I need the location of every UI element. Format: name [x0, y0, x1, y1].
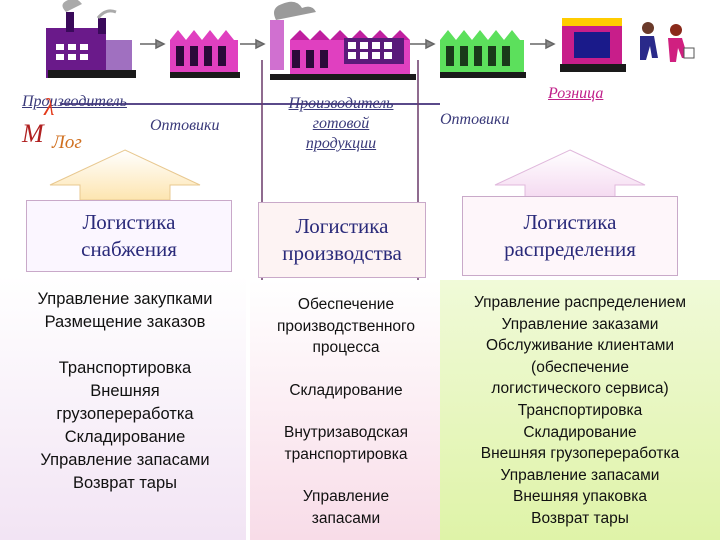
logistics-logo-icon: λ: [44, 95, 55, 121]
supply-list-background: [0, 276, 246, 540]
retail-label: Розница: [548, 85, 604, 102]
supply-logistics-box: Логистика снабжения: [26, 200, 232, 272]
list-item: [0, 334, 250, 357]
logo-fragment: Лог: [52, 132, 82, 153]
production-logistics-box: Логистика производства: [258, 202, 426, 278]
list-item: Складирование: [289, 381, 403, 399]
list-item: Внутризаводская: [283, 424, 409, 441]
list-item: Внешняя грузопереработка: [480, 445, 680, 463]
factory-wholesale-icon: [170, 30, 240, 78]
producer-finished-line1: Производитель: [288, 95, 394, 112]
list-item: Внешняя упаковка: [513, 488, 647, 506]
factory-production-icon: [270, 1, 416, 80]
distribution-box-line2: распределения: [504, 237, 636, 261]
production-functions-list: Обеспечение производственного процесса С…: [252, 294, 440, 529]
distribution-logistics-box: Логистика распределения: [462, 196, 678, 276]
logo-letter-m: М: [22, 119, 44, 148]
supply-arrow: [49, 149, 201, 201]
list-item: (обеспечение: [531, 358, 629, 376]
list-item: Складирование: [523, 423, 637, 441]
producer-label: Производитель: [22, 93, 127, 110]
list-item: Возврат тары: [531, 509, 629, 527]
list-item: Возврат тары: [72, 474, 178, 492]
list-item: Управление заказами: [501, 315, 659, 333]
distribution-arrow: [494, 149, 646, 201]
producer-finished-line3: продукции: [305, 135, 377, 152]
list-item: логистического сервиса): [491, 380, 669, 398]
wholesalers-left-label: Оптовики: [150, 117, 220, 134]
list-item: Обслуживание клиентами: [485, 337, 675, 355]
list-item: Транспортировка: [517, 401, 643, 419]
list-item: Управление распределением: [473, 294, 687, 311]
production-list-background: [250, 280, 440, 540]
list-item: грузопереработка: [56, 405, 194, 423]
retail-store-icon: [560, 18, 626, 72]
list-item: Управление: [302, 488, 390, 505]
shoppers-icon: [640, 22, 695, 62]
list-item: [252, 401, 440, 422]
list-item: [252, 465, 440, 486]
producer-finished-line2: готовой: [312, 115, 370, 132]
list-item: запасами: [311, 509, 381, 527]
production-box-line2: производства: [282, 241, 402, 265]
supply-functions-list: Управление закупками Размещение заказов …: [0, 288, 250, 495]
supply-box-line2: снабжения: [81, 237, 177, 261]
list-item: Управление закупками: [37, 290, 213, 308]
list-item: Обеспечение: [297, 296, 395, 313]
list-item: Управление запасами: [500, 466, 660, 484]
wholesalers-right-label: Оптовики: [440, 111, 510, 128]
factory-wholesale-green-icon: [440, 30, 526, 78]
list-item: [252, 359, 440, 380]
list-item: транспортировка: [284, 445, 408, 463]
list-item: Размещение заказов: [44, 313, 206, 331]
distribution-functions-list: Управление распределением Управление зак…: [440, 292, 720, 530]
distribution-list-background: [440, 280, 720, 540]
list-item: Внешняя: [90, 382, 160, 400]
list-item: Складирование: [64, 428, 186, 446]
list-item: Управление запасами: [40, 451, 210, 469]
producer-finished-label: Производитель готовой продукции: [258, 94, 424, 154]
production-box-line1: Логистика: [295, 214, 389, 238]
list-item: производственного: [277, 317, 415, 335]
factory-supplier-icon: [46, 0, 136, 78]
list-item: Транспортировка: [58, 359, 192, 377]
list-item: процесса: [312, 339, 380, 356]
distribution-box-line1: Логистика: [523, 210, 617, 234]
flow-arrows: [140, 38, 556, 50]
supply-box-line1: Логистика: [82, 210, 176, 234]
